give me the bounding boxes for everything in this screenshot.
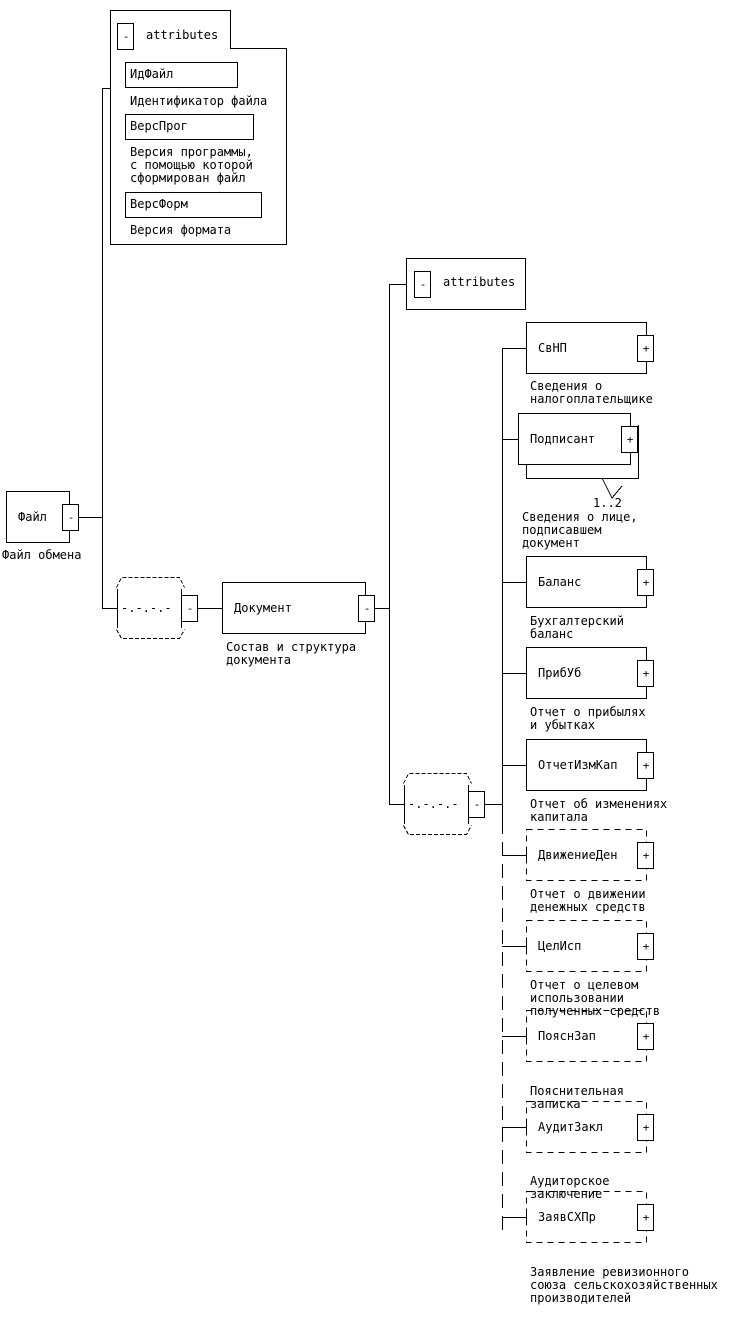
child-node-description: Бухгалтерский баланс bbox=[530, 614, 624, 641]
child-node-description: Отчет о целевом использовании полученных… bbox=[530, 978, 661, 1018]
attr-box-2 bbox=[125, 192, 262, 218]
child-node-name[interactable]: АудитЗакл bbox=[538, 1120, 604, 1134]
root-sequence-compositor: -.-.-.- bbox=[121, 601, 172, 615]
child-node-name[interactable]: Баланс bbox=[538, 575, 582, 589]
child-node-name[interactable]: ПояснЗап bbox=[538, 1029, 596, 1043]
child-node-name[interactable]: ПрибУб bbox=[538, 666, 582, 680]
attribute-description: Идентификатор файла bbox=[130, 94, 268, 108]
child-expand-toggle[interactable]: + bbox=[642, 342, 650, 355]
child-node-description: Заявление ревизионного союза сельскохозя… bbox=[530, 1265, 718, 1305]
child-expand-toggle[interactable]: + bbox=[642, 940, 650, 953]
child-expand-toggle[interactable]: + bbox=[626, 433, 634, 446]
document-sequence-compositor: -.-.-.- bbox=[408, 797, 459, 811]
child-expand-toggle[interactable]: + bbox=[642, 667, 650, 680]
child-box bbox=[526, 647, 647, 699]
child-expand-toggle[interactable]: + bbox=[642, 759, 650, 772]
document-attributes-header: attributes bbox=[443, 275, 516, 289]
document-sequence-collapse-toggle[interactable]: - bbox=[473, 798, 481, 811]
child-expand-toggle[interactable]: + bbox=[642, 576, 650, 589]
child-node-name[interactable]: ОтчетИзмКап bbox=[538, 758, 618, 772]
child-node-description: Сведения о лице, подписавшем документ bbox=[522, 510, 638, 550]
root-attributes-header: attributes bbox=[146, 28, 219, 42]
child-node-description: Пояснительная записка bbox=[530, 1084, 624, 1111]
child-node-description: Аудиторское заключение bbox=[530, 1174, 610, 1201]
document-collapse-toggle[interactable]: - bbox=[363, 602, 371, 615]
child-expand-toggle[interactable]: + bbox=[642, 1211, 650, 1224]
attribute-description: Версия программы, с помощью которой сфор… bbox=[130, 145, 253, 185]
root-attributes-toggle-box bbox=[117, 23, 134, 50]
child-multiplicity: 1..2 bbox=[593, 496, 622, 510]
root-node-description: Файл обмена bbox=[2, 548, 82, 562]
attr-box-0 bbox=[125, 62, 238, 88]
attribute-name[interactable]: ВерсФорм bbox=[130, 197, 188, 211]
root-attributes-panel bbox=[110, 10, 287, 245]
root-attributes-collapse-toggle[interactable]: - bbox=[122, 30, 130, 43]
multiplicity-marker bbox=[601, 477, 623, 499]
child-node-description: Отчет об изменениях капитала bbox=[530, 797, 668, 824]
document-node-name[interactable]: Документ bbox=[234, 601, 292, 615]
child-expand-toggle[interactable]: + bbox=[642, 1030, 650, 1043]
child-node-name[interactable]: СвНП bbox=[538, 341, 567, 355]
attr-box-1 bbox=[125, 114, 254, 140]
child-node-description: Сведения о налогоплательщике bbox=[530, 379, 653, 406]
attribute-description: Версия формата bbox=[130, 223, 232, 237]
document-attributes-panel bbox=[406, 258, 526, 310]
child-box bbox=[518, 413, 631, 465]
child-node-description: Отчет о движении денежных средств bbox=[530, 887, 646, 914]
attribute-name[interactable]: ИдФайл bbox=[130, 67, 174, 81]
document-node-description: Состав и структура документа bbox=[226, 640, 357, 667]
child-node-name[interactable]: ЗаявСХПр bbox=[538, 1210, 596, 1224]
child-node-name[interactable]: ДвижениеДен bbox=[538, 848, 618, 862]
child-box bbox=[526, 556, 647, 608]
attribute-name[interactable]: ВерсПрог bbox=[130, 119, 188, 133]
document-attributes-collapse-toggle[interactable]: - bbox=[419, 278, 427, 291]
child-expand-toggle[interactable]: + bbox=[642, 849, 650, 862]
child-node-name[interactable]: Подписант bbox=[530, 432, 596, 446]
root-sequence-collapse-toggle[interactable]: - bbox=[186, 602, 194, 615]
child-expand-toggle[interactable]: + bbox=[642, 1121, 650, 1134]
child-node-name[interactable]: ЦелИсп bbox=[538, 939, 582, 953]
root-collapse-toggle[interactable]: - bbox=[67, 511, 75, 524]
child-node-description: Отчет о прибылях и убытках bbox=[530, 705, 646, 732]
child-box bbox=[526, 322, 647, 374]
child-box bbox=[526, 739, 647, 791]
root-node-name[interactable]: Файл bbox=[18, 510, 47, 524]
